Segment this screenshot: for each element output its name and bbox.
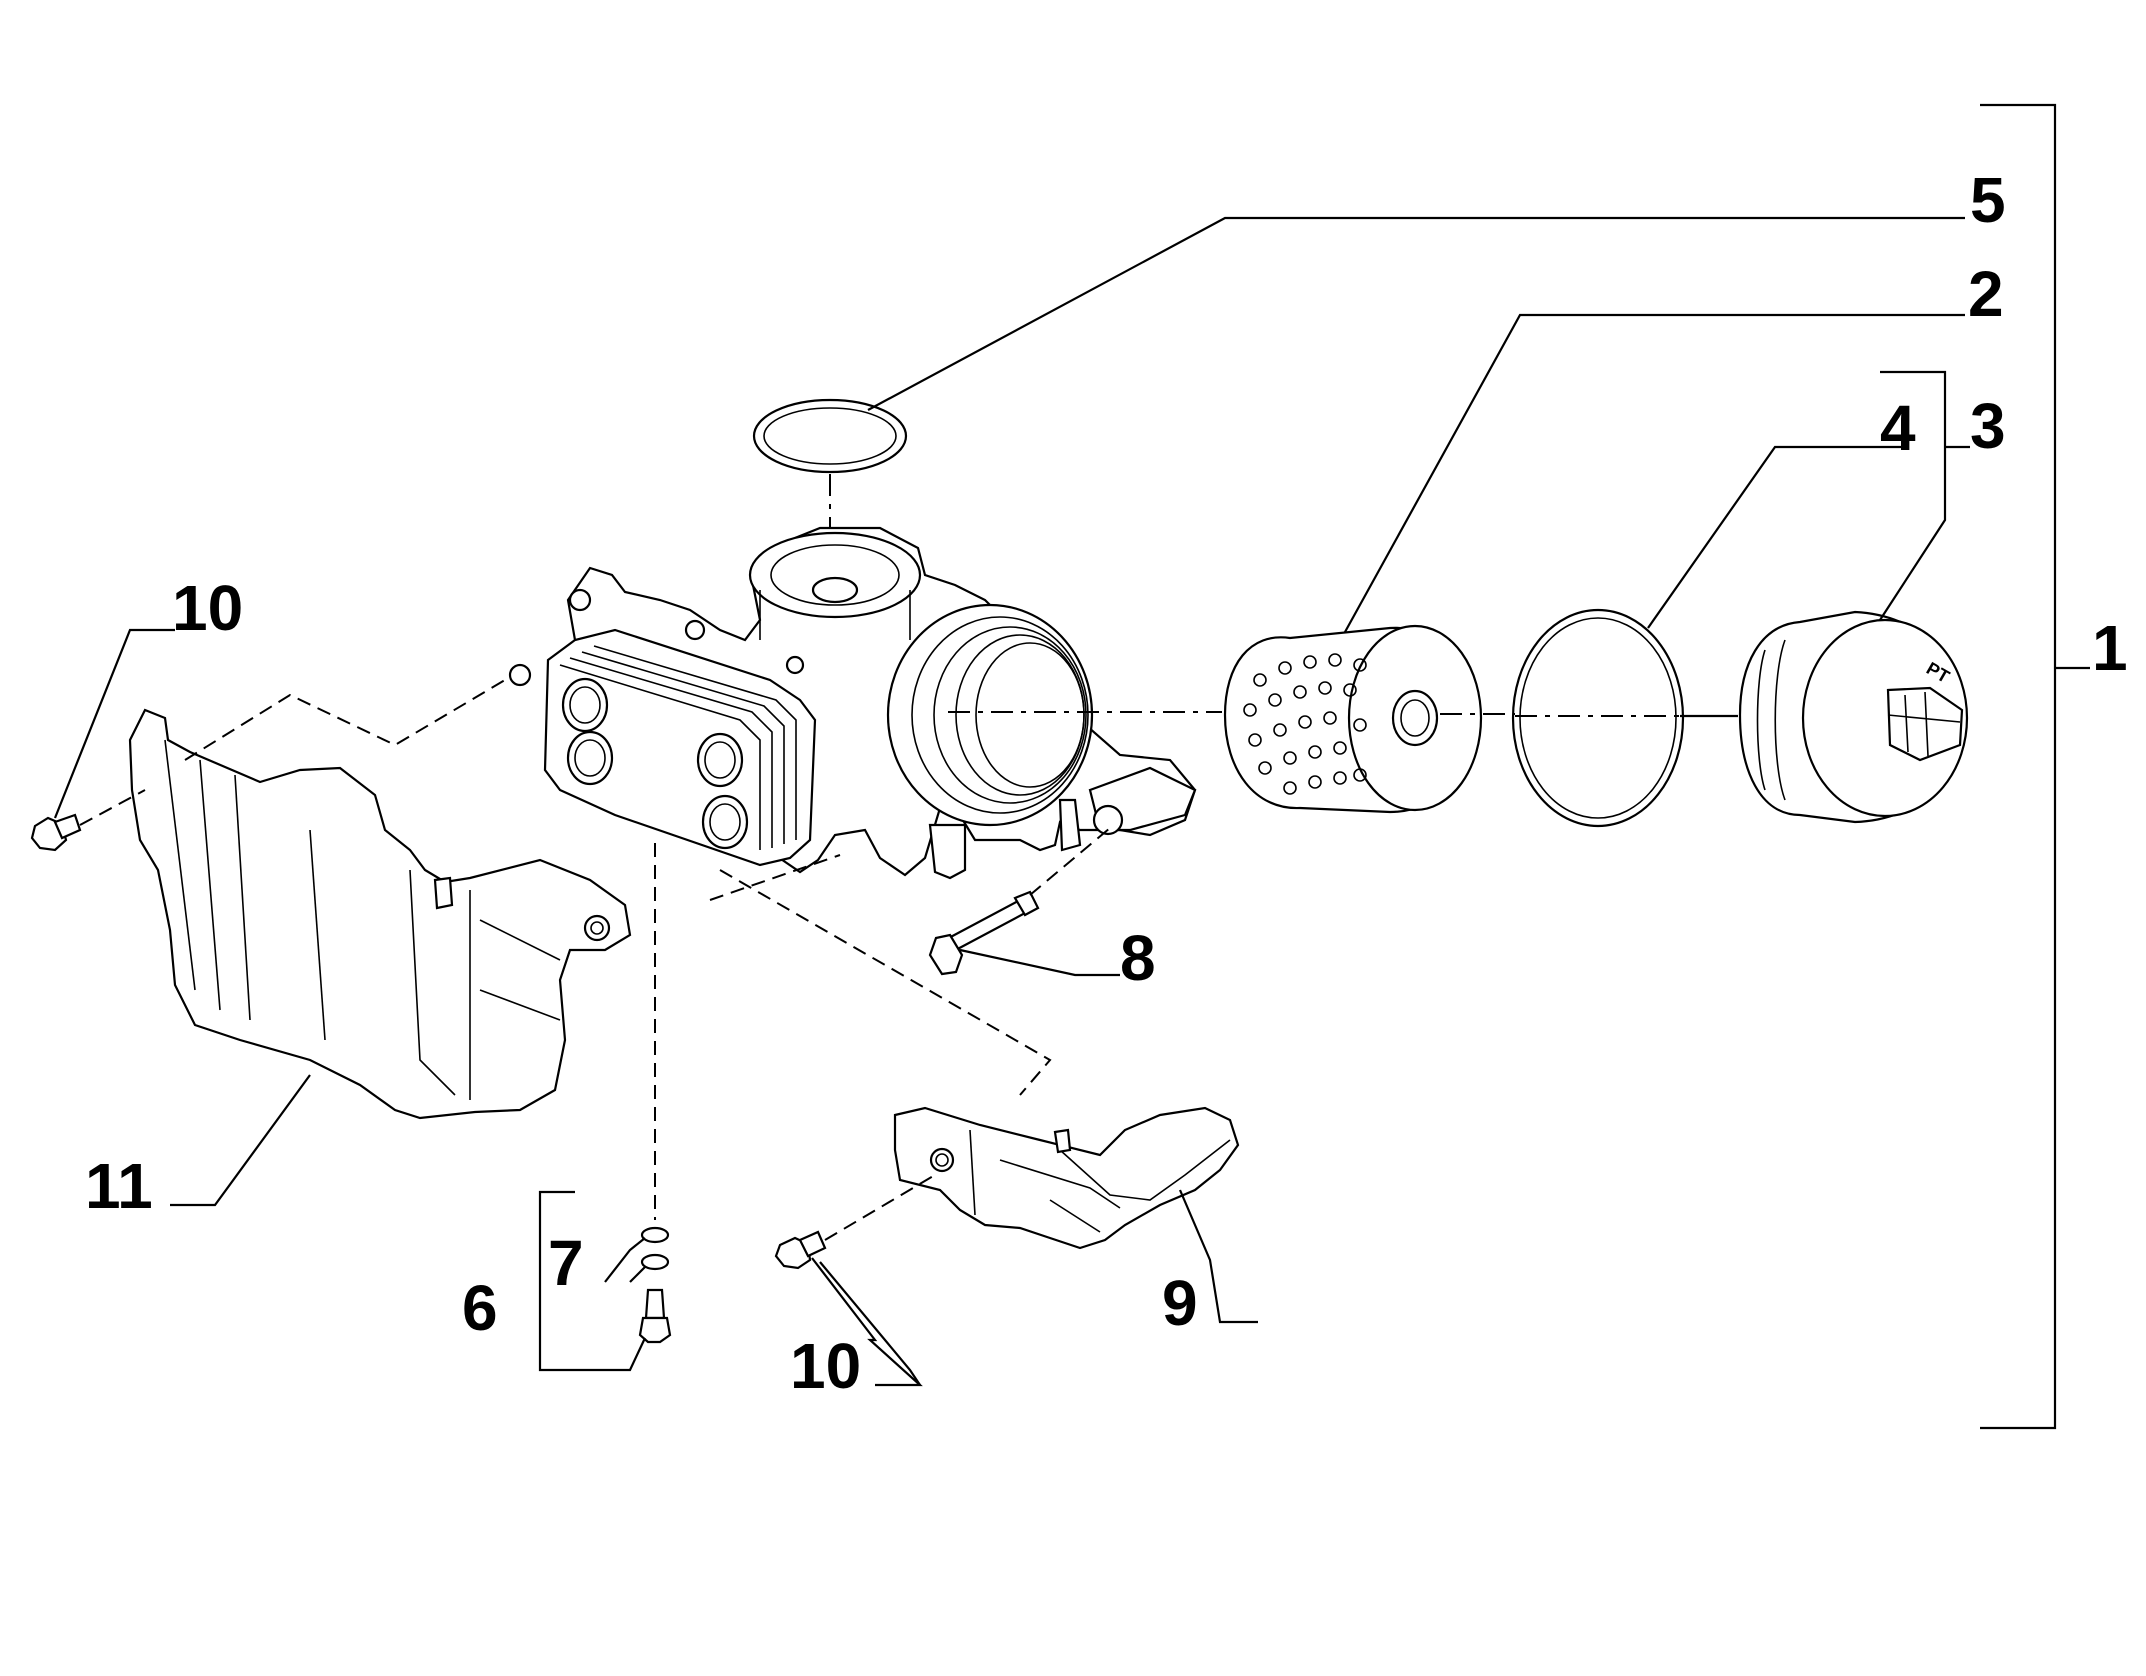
bolt-part-10-bottom bbox=[774, 1174, 936, 1387]
callout-5: 5 bbox=[1970, 164, 2006, 236]
bolt-part-10-top bbox=[30, 628, 532, 852]
callout-11: 11 bbox=[85, 1150, 153, 1222]
callout-8: 8 bbox=[1120, 922, 1156, 994]
callout-3: 3 bbox=[1970, 390, 2006, 462]
assembly-axis-line bbox=[948, 711, 1738, 718]
bracket-part-9 bbox=[709, 854, 1258, 1324]
callout-10-bottom: 10 bbox=[790, 1330, 861, 1402]
filter-cap-part-3: PT bbox=[1738, 370, 1970, 824]
bracket-part-1 bbox=[1980, 103, 2090, 1430]
callout-2: 2 bbox=[1968, 258, 2004, 330]
callout-labels: 1 2 3 4 5 6 7 8 9 10 10 11 bbox=[85, 164, 2128, 1402]
callout-4: 4 bbox=[1880, 392, 1916, 464]
o-ring-part-4 bbox=[1511, 445, 1905, 828]
callout-7: 7 bbox=[548, 1227, 584, 1299]
callout-6: 6 bbox=[462, 1272, 498, 1344]
heat-shield-part-11 bbox=[128, 708, 632, 1207]
bolt-part-6 bbox=[538, 843, 672, 1372]
bolt-part-8 bbox=[928, 827, 1120, 977]
callout-1: 1 bbox=[2092, 612, 2128, 684]
o-ring-part-5 bbox=[752, 216, 1965, 588]
washer-part-7 bbox=[604, 1226, 670, 1283]
filter-element-part-2 bbox=[1223, 313, 1965, 814]
oil-cooler-stack bbox=[543, 628, 817, 867]
callout-9: 9 bbox=[1162, 1267, 1198, 1339]
callout-10-top: 10 bbox=[172, 572, 243, 644]
